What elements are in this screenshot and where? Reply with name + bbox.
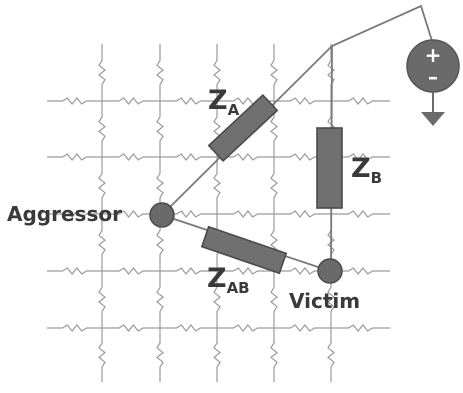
labels: Aggressor Victim ZA ZB ZAB	[7, 85, 382, 313]
impedance-components	[200, 93, 343, 275]
victim-label: Victim	[289, 289, 360, 313]
impedance-zb-box	[316, 127, 343, 209]
aggressor-node	[149, 202, 175, 228]
wire-aggressor-to-source	[161, 4, 434, 216]
victim-node	[317, 258, 343, 284]
grid-column-3	[213, 44, 221, 382]
voltage-source-icon: + –	[406, 39, 460, 126]
impedance-za-box	[207, 93, 279, 163]
grid-column-4	[270, 44, 278, 382]
grid-column-1	[98, 44, 106, 382]
za-label: ZA	[208, 85, 240, 119]
zb-label: ZB	[351, 153, 382, 187]
source-plus-sign: +	[425, 43, 442, 67]
grid-row-5	[47, 324, 390, 332]
resistor-mesh-grid	[47, 44, 390, 382]
nodes	[149, 202, 343, 284]
aggressor-label: Aggressor	[7, 202, 122, 226]
coupling-wires	[161, 4, 434, 272]
source-minus-sign: –	[428, 65, 438, 89]
ground-icon	[421, 112, 445, 126]
impedance-zab-box	[200, 225, 288, 275]
zab-label: ZAB	[207, 263, 250, 297]
